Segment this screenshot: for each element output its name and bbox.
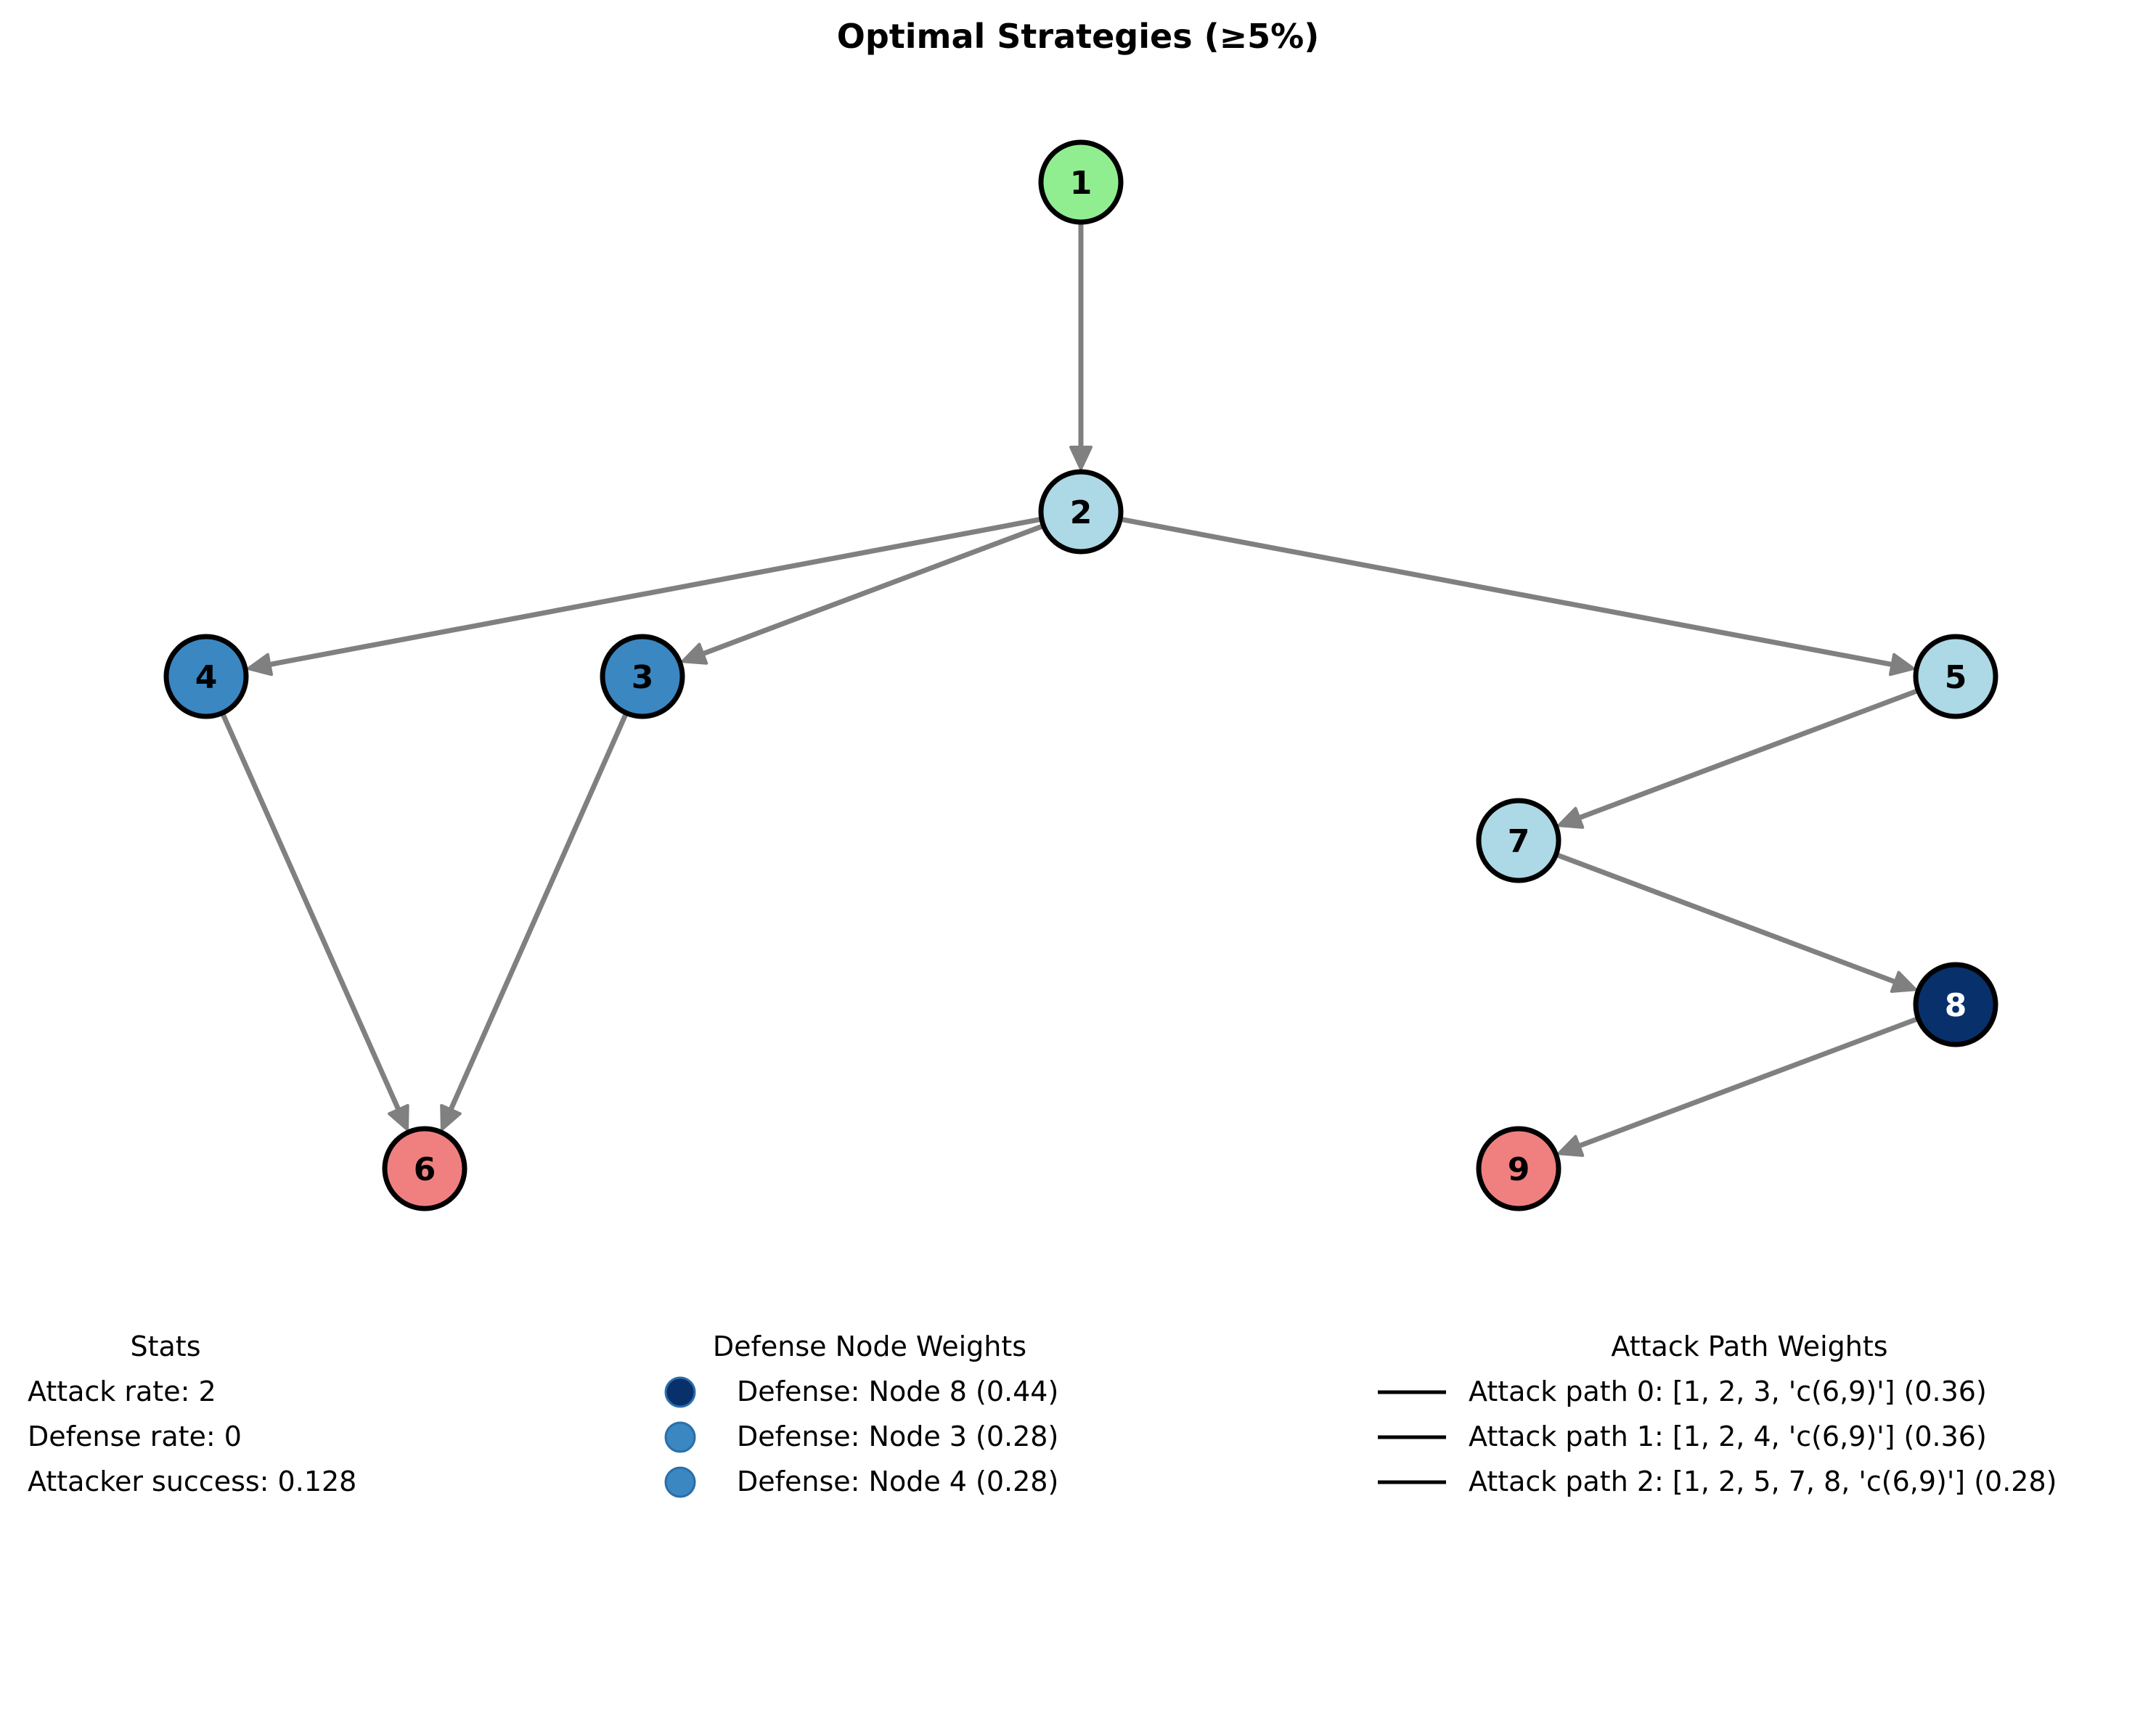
node-label: 3 xyxy=(632,659,654,696)
node-circle xyxy=(1913,962,1998,1047)
edge-arrowhead xyxy=(1888,653,1916,676)
nodes-layer: 1 2 3 4 5 6 7 8 9 xyxy=(163,139,1998,1211)
edge-line xyxy=(1121,517,1896,668)
edge-arrowhead xyxy=(246,653,274,676)
node-7: 7 xyxy=(1476,798,1561,883)
node-9: 9 xyxy=(1476,1126,1561,1211)
edge-arrowhead xyxy=(1069,446,1093,470)
node-label: 8 xyxy=(1945,987,1967,1024)
defense-item-node-8: Defense: Node 8 (0.44) xyxy=(737,1375,1058,1407)
node-3: 3 xyxy=(600,634,685,719)
edge-arrowhead xyxy=(681,642,709,665)
edge-4-to-6 xyxy=(220,713,409,1132)
attack-path-1: Attack path 1: [1, 2, 4, 'c(6,9)'] (0.36… xyxy=(1469,1420,1987,1452)
defense-legend-title: Defense Node Weights xyxy=(713,1330,1026,1362)
attack-legend-title: Attack Path Weights xyxy=(1611,1330,1887,1362)
node-2: 2 xyxy=(1038,469,1124,555)
edge-1-to-2 xyxy=(1069,224,1093,470)
edge-8-to-9 xyxy=(1557,1016,1918,1157)
edge-2-to-4 xyxy=(246,517,1041,676)
node-label: 6 xyxy=(414,1151,436,1188)
stats-defense-rate: Defense rate: 0 xyxy=(28,1420,242,1452)
edge-arrowhead xyxy=(440,1103,462,1132)
stats-legend: Stats Attack rate: 2 Defense rate: 0 Att… xyxy=(28,1330,356,1497)
edge-arrowhead xyxy=(1557,806,1585,829)
edge-2-to-3 xyxy=(681,523,1043,665)
edges-layer xyxy=(220,224,1918,1157)
node-circle xyxy=(600,634,685,719)
edge-arrowhead xyxy=(388,1103,409,1132)
defense-marker-node-4 xyxy=(664,1466,696,1498)
node-label: 1 xyxy=(1070,165,1093,202)
attack-path-0: Attack path 0: [1, 2, 3, 'c(6,9)'] (0.36… xyxy=(1469,1375,1987,1407)
node-circle xyxy=(1913,634,1998,719)
diagram-title: Optimal Strategies (≥5%) xyxy=(837,17,1320,56)
edge-line xyxy=(220,713,402,1113)
edge-line xyxy=(266,517,1041,668)
node-label: 5 xyxy=(1945,659,1967,696)
node-label: 9 xyxy=(1508,1151,1530,1188)
edge-5-to-7 xyxy=(1557,688,1918,829)
node-label: 4 xyxy=(195,659,218,696)
stats-attack-rate: Attack rate: 2 xyxy=(28,1375,216,1407)
node-circle xyxy=(1038,469,1124,555)
edge-7-to-8 xyxy=(1556,852,1917,993)
node-circle xyxy=(1476,798,1561,883)
edge-line xyxy=(1575,1016,1918,1150)
node-circle xyxy=(163,634,249,719)
defense-marker-node-8 xyxy=(664,1376,696,1408)
defense-legend: Defense Node Weights Defense: Node 8 (0.… xyxy=(664,1330,1058,1498)
node-5: 5 xyxy=(1913,634,1998,719)
node-circle xyxy=(1038,139,1124,225)
node-4: 4 xyxy=(163,634,249,719)
edge-line xyxy=(1575,688,1918,822)
defense-marker-node-3 xyxy=(664,1421,696,1453)
attack-legend: Attack Path Weights Attack path 0: [1, 2… xyxy=(1378,1330,2057,1497)
node-label: 7 xyxy=(1508,823,1530,860)
defense-item-node-4: Defense: Node 4 (0.28) xyxy=(737,1465,1058,1497)
defense-item-node-3: Defense: Node 3 (0.28) xyxy=(737,1420,1058,1452)
stats-legend-title: Stats xyxy=(130,1330,200,1362)
node-circle xyxy=(1476,1126,1561,1211)
node-circle xyxy=(382,1126,467,1211)
edge-arrowhead xyxy=(1557,1135,1585,1157)
edge-3-to-6 xyxy=(440,713,629,1132)
node-1: 1 xyxy=(1038,139,1124,225)
edge-line xyxy=(447,713,629,1113)
edge-arrowhead xyxy=(1890,970,1917,993)
stats-attacker-success: Attacker success: 0.128 xyxy=(28,1465,356,1497)
node-6: 6 xyxy=(382,1126,467,1211)
edge-2-to-5 xyxy=(1121,517,1916,676)
node-8: 8 xyxy=(1913,962,1998,1047)
attack-path-2: Attack path 2: [1, 2, 5, 7, 8, 'c(6,9)']… xyxy=(1469,1465,2057,1497)
node-label: 2 xyxy=(1070,494,1093,531)
edge-line xyxy=(1556,852,1899,986)
edge-line xyxy=(699,523,1043,658)
